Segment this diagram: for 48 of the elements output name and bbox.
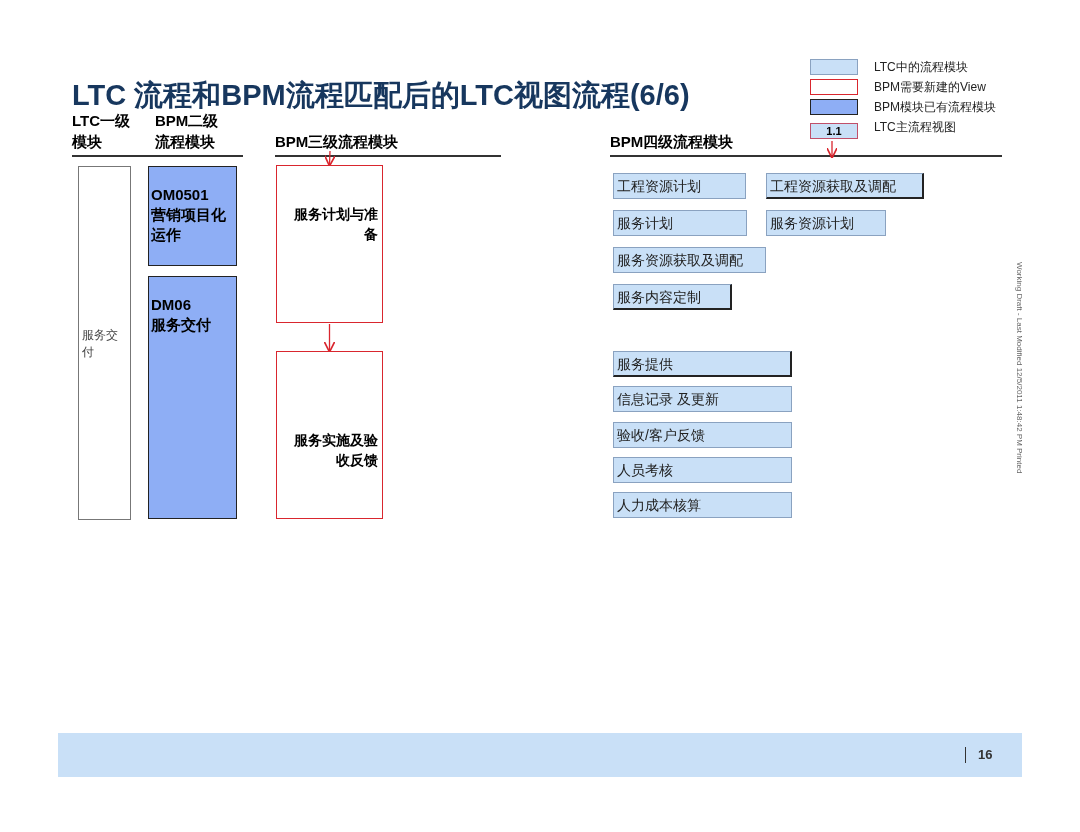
column-heading: BPM四级流程模块 [610,133,734,150]
process-box [766,210,886,236]
legend-swatch: 1.1 [810,123,858,139]
process-box [78,166,131,520]
box-text: 服务内容定制 [616,288,702,307]
process-box [613,284,732,310]
process-box [613,457,792,483]
arrow [323,323,336,353]
process-box [613,386,792,412]
box-text: 验收/客户反馈 [616,426,706,445]
box-text: 服务资源获取及调配 [616,251,744,270]
box-text: 服务提供 [616,355,674,374]
process-box [613,492,792,518]
box-text: 服务交付 [150,315,212,335]
legend-text: BPM需要新建的View [874,79,986,96]
column-heading: BPM二级流程模块 [155,111,220,152]
legend-text: LTC主流程视图 [874,119,956,136]
arrow [323,150,336,167]
box-text: 营销项目化运作 [150,205,227,245]
box-text: 服务资源计划 [769,214,855,233]
box-text: 工程资源计划 [616,177,702,196]
box-text: 人力成本核算 [616,496,702,515]
box-text: 服务计划与准备 [293,205,379,244]
process-box [613,173,746,199]
process-code: OM0501 [150,185,210,205]
page-number: 16 [978,747,993,762]
box-text: 服务计划 [616,214,674,233]
process-box [613,247,766,273]
legend-text: LTC中的流程模块 [874,59,968,76]
process-box [766,173,924,199]
process-box [148,276,237,519]
process-box [613,422,792,448]
column-heading: LTC一级模块 [72,111,132,152]
view-box [276,351,383,519]
box-text: 工程资源获取及调配 [769,177,897,196]
title: LTC 流程和BPM流程匹配后的LTC视图流程(6/6) [72,78,690,113]
box-text: 信息记录 及更新 [616,390,720,409]
box-text: 服务实施及验收反馈 [293,431,379,470]
view-box [276,165,383,323]
box-text: 人员考核 [616,461,674,480]
side-note: Working Draft - Last Modified 12/5/2011 1:48:42 PM Printed [1015,262,1024,474]
process-code: DM06 [150,295,192,315]
legend-text: BPM模块已有流程模块 [874,99,996,116]
process-box [148,166,237,266]
column-heading: BPM三级流程模块 [275,133,399,150]
box-text: 服务交付 [81,327,119,361]
process-box [613,210,747,236]
process-box [613,351,792,377]
